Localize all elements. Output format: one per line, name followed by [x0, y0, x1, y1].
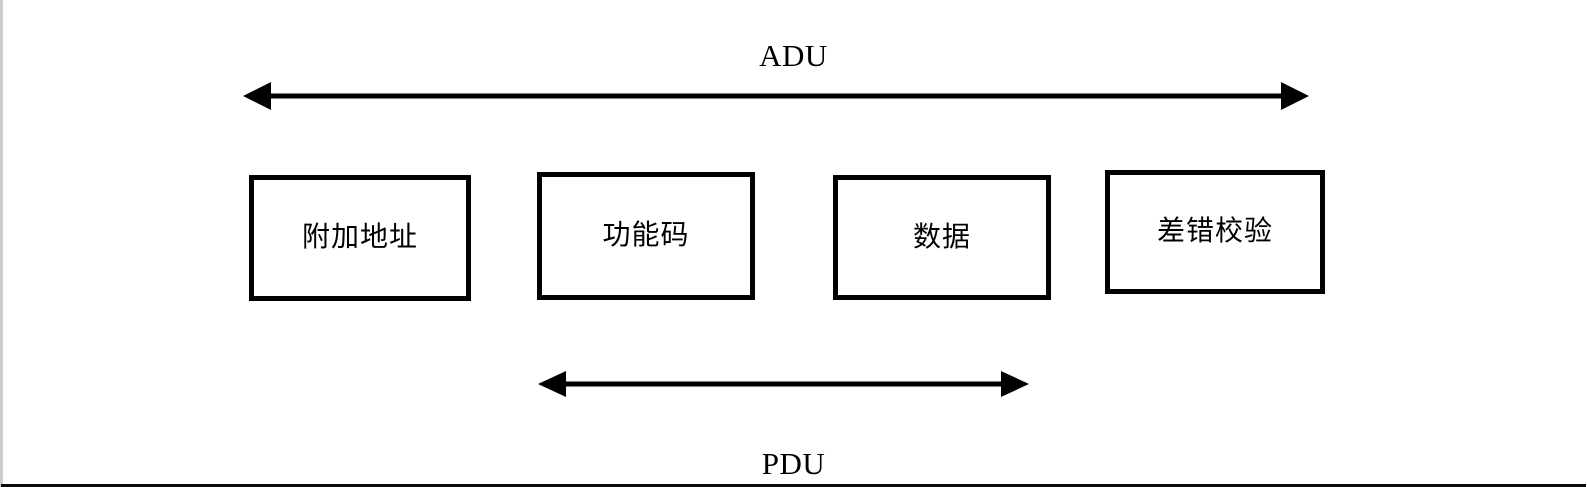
field-label-function-code: 功能码 [602, 220, 690, 251]
arrow-head-right-icon [1001, 371, 1029, 397]
pdu-span-arrow [538, 371, 1029, 397]
arrow-head-left-icon [538, 371, 566, 397]
field-label-error-check: 差错校验 [1156, 216, 1273, 247]
adu-span-label: ADU [759, 38, 828, 73]
arrow-head-left-icon [243, 82, 271, 110]
pdu-span-label: PDU [761, 446, 826, 481]
field-label-data: 数据 [912, 221, 971, 253]
field-label-extra-address: 附加地址 [301, 222, 418, 253]
field-box-extra-address: 附加地址 [249, 175, 471, 301]
field-box-data: 数据 [833, 175, 1051, 300]
field-box-error-check: 差错校验 [1105, 170, 1325, 294]
page-bottom-rule [1, 484, 1586, 487]
arrow-head-right-icon [1281, 82, 1309, 110]
page-left-rule [1, 0, 3, 487]
adu-span-arrow [243, 82, 1309, 110]
field-box-function-code: 功能码 [537, 172, 755, 300]
